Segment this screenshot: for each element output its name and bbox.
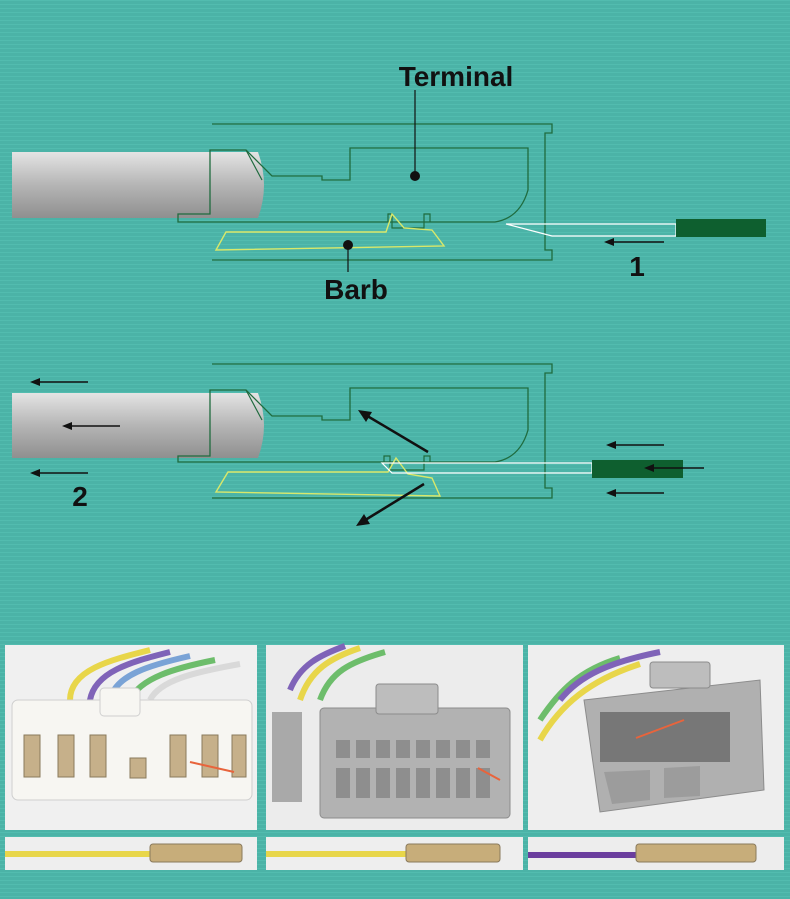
deflect-arrow-up	[363, 412, 429, 454]
barb-label: Barb	[324, 274, 388, 305]
terminal-outline-1	[177, 147, 529, 223]
photo-panel-3	[528, 645, 784, 830]
crimp-line-2	[245, 389, 263, 421]
angled-connector-key-2	[664, 766, 700, 798]
gray-connector-cavities	[336, 740, 490, 798]
wire-strip-1	[5, 837, 257, 870]
deflect-arrow-down-head	[356, 514, 370, 526]
photo-3-arrow	[635, 719, 685, 739]
push-arrow-top-head	[606, 441, 616, 449]
photo-1-arrow	[189, 761, 235, 773]
photo-panel-2	[266, 643, 523, 830]
gray-connector-flange	[272, 712, 302, 802]
diagram-step-2: 2	[12, 363, 704, 526]
barb-dot	[343, 240, 353, 250]
push-arrow-head-1	[604, 238, 614, 246]
terminal-outline-2	[177, 387, 529, 463]
terminal-dot	[410, 171, 420, 181]
terminal-pin-1	[149, 843, 243, 863]
angled-connector-cavities	[600, 712, 730, 762]
pull-arrow-mid-head	[62, 422, 72, 430]
window-2	[383, 455, 431, 471]
diagram-step-1: Terminal Barb 1	[12, 61, 766, 305]
housing-outline-2	[212, 363, 553, 499]
wire-strip-3	[528, 837, 784, 870]
white-connector-latch	[99, 687, 141, 717]
gray-connector-body	[319, 707, 511, 819]
tool-handle-1	[676, 219, 766, 237]
push-arrow-bottom-head	[606, 489, 616, 497]
gray-connector-latch	[375, 683, 439, 715]
deflect-arrow-down	[361, 482, 425, 524]
gray-connector-wires	[287, 643, 386, 702]
terminal-pin-2	[405, 843, 501, 863]
angled-connector-latch	[649, 661, 711, 689]
wire-insulation-1	[12, 152, 264, 218]
step-2-label: 2	[72, 481, 88, 512]
yellow-wire-2	[266, 851, 416, 857]
pull-arrow-bottom-head	[30, 469, 40, 477]
photo-panel-1	[5, 645, 257, 830]
photo-2-arrow	[477, 767, 501, 781]
tool-handle-2	[592, 460, 683, 478]
push-arrow-mid-head	[644, 464, 654, 472]
angled-connector-key-1	[604, 770, 650, 804]
wire-insulation-2	[12, 393, 264, 458]
pull-arrow-top-head	[30, 378, 40, 386]
purple-wire-3	[528, 852, 638, 858]
angled-connector-wires	[537, 649, 661, 742]
barb-outline-1	[214, 212, 446, 251]
terminal-label: Terminal	[399, 61, 514, 92]
step-1-label: 1	[629, 251, 645, 282]
terminal-pin-3	[635, 843, 757, 863]
housing-outline-1	[212, 123, 553, 261]
yellow-wire-1	[5, 851, 155, 857]
wire-strip-2	[266, 837, 523, 870]
crimp-line-1	[245, 149, 263, 181]
deflect-arrow-up-head	[358, 410, 372, 422]
